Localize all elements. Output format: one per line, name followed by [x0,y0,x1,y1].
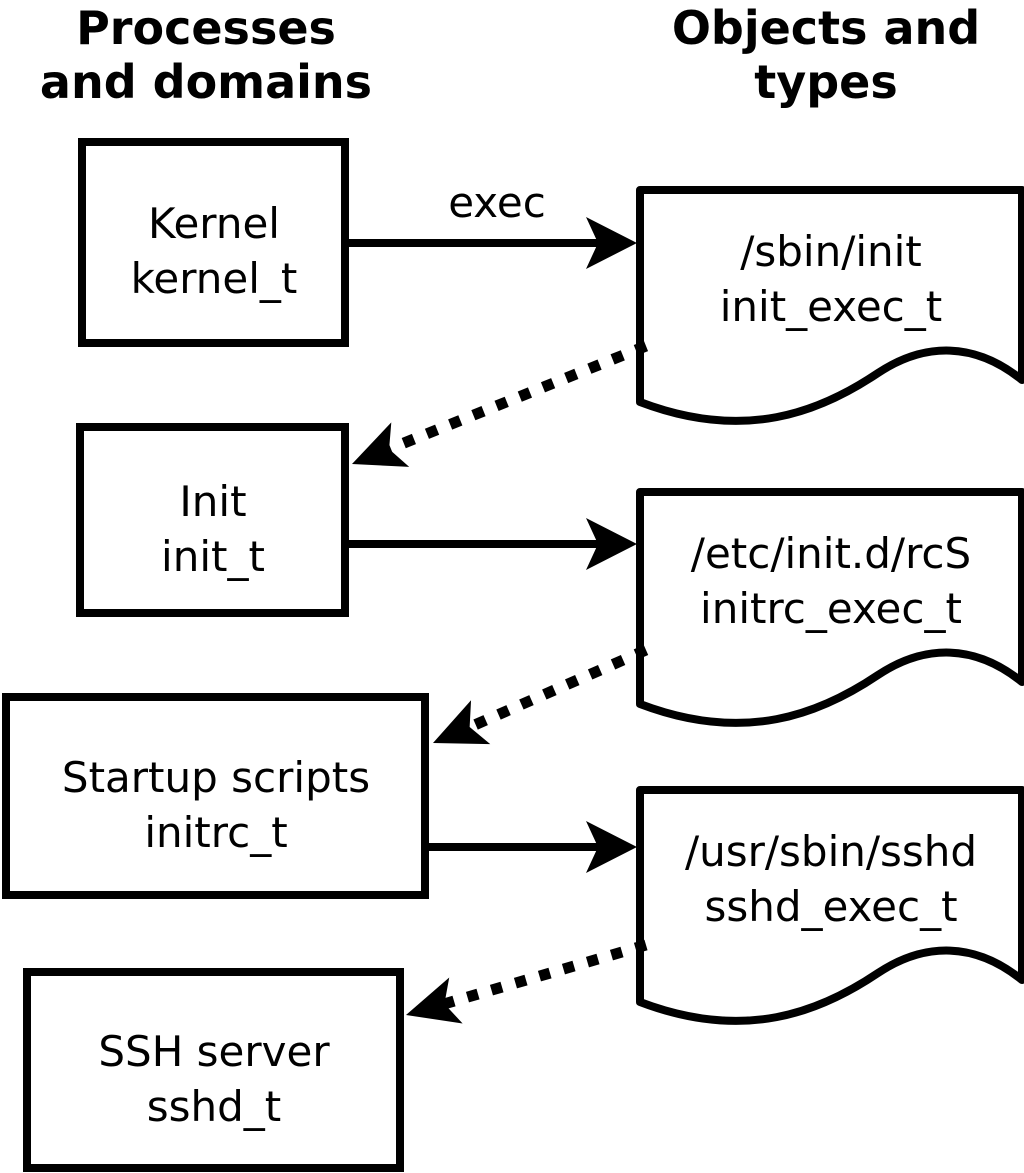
doc1-shape [636,186,1024,425]
dotted-arrow-sshd-to-ssh-server [406,939,648,1024]
init-box-rect [76,423,349,617]
solid-arrow-init-to-rcs [345,518,637,570]
startup-label: Startup scripts [62,753,370,802]
dotted-arrow-rcs-to-startup [433,644,649,745]
dotted3-line [442,939,648,1010]
process-box-init: Init init_t [76,423,349,617]
dotted1-head [352,422,410,467]
doc3-shape [636,786,1024,1025]
object-doc-sbin-init: /sbin/init init_exec_t [636,186,1024,425]
solid-arrow-startup-to-sshd [425,821,637,873]
dotted2-line [467,644,649,733]
column-header-processes: Processes and domains [40,1,372,109]
doc3-path-label: /usr/sbin/sshd [685,827,977,876]
arrow3-head [586,821,637,873]
column-header-objects: Objects and types [672,1,980,109]
header-right-line2: types [754,55,897,109]
ssh-label: SSH server [98,1027,330,1076]
doc1-type-label: init_exec_t [720,282,943,331]
arrow2-head [586,518,637,570]
header-right-line1: Objects and [672,1,980,55]
process-box-ssh-server: SSH server sshd_t [23,968,404,1172]
doc2-path-label: /etc/init.d/rcS [691,529,971,578]
dotted1-line [386,340,649,455]
kernel-domain-label: kernel_t [131,254,298,303]
header-left-line2: and domains [40,55,372,109]
kernel-label: Kernel [148,199,280,248]
doc2-shape [636,488,1024,727]
startup-domain-label: initrc_t [144,808,287,857]
ssh-box-rect [23,968,404,1172]
dotted3-head [406,977,463,1024]
process-box-startup-scripts: Startup scripts initrc_t [2,693,429,899]
doc1-path-label: /sbin/init [740,227,922,276]
object-doc-usr-sbin-sshd: /usr/sbin/sshd sshd_exec_t [636,786,1024,1025]
startup-box-rect [2,693,429,899]
doc2-type-label: initrc_exec_t [700,584,962,633]
object-doc-etc-initd-rcs: /etc/init.d/rcS initrc_exec_t [636,488,1024,727]
header-left-line1: Processes [76,1,336,55]
init-domain-label: init_t [161,532,265,581]
solid-arrow-kernel-to-sbin-init: exec [345,178,637,269]
process-box-kernel: Kernel kernel_t [78,138,349,347]
arrow1-head [586,217,637,269]
kernel-box-rect [78,138,349,347]
dotted-arrow-sbin-init-to-init [352,340,649,467]
doc3-type-label: sshd_exec_t [704,882,957,931]
ssh-domain-label: sshd_t [147,1082,282,1131]
exec-label: exec [448,178,546,227]
dotted2-head [433,700,491,745]
init-label: Init [179,477,246,526]
